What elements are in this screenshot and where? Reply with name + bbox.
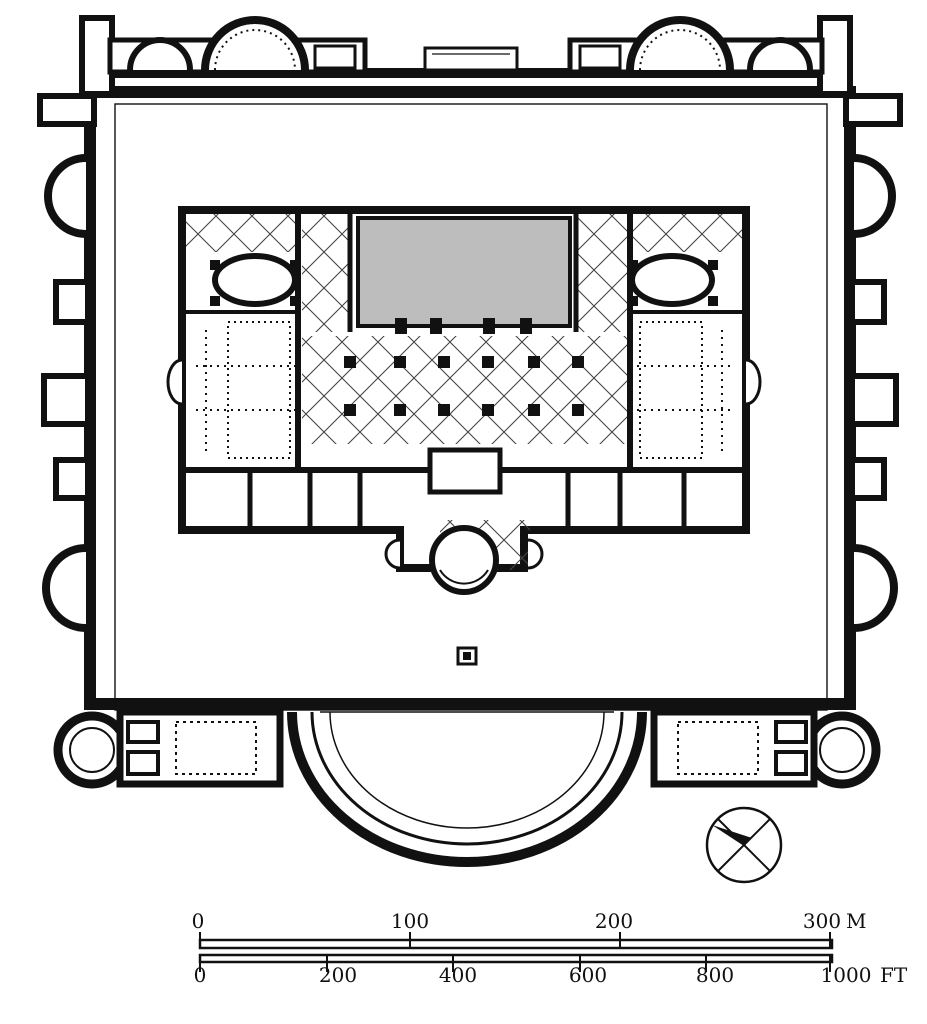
outer-enclosure <box>37 15 903 867</box>
compass-rose-icon <box>705 806 783 884</box>
feet-unit-label: FT <box>880 963 908 987</box>
meter-tick-label: 300 <box>803 909 841 933</box>
feet-tick-label: 1000 <box>821 963 872 987</box>
feet-tick-label: 600 <box>569 963 607 987</box>
scale-bar: 0 100 200 300 M 0 200 400 600 800 1000 F… <box>192 909 908 987</box>
feet-tick-label: 200 <box>319 963 357 987</box>
feet-tick-label: 400 <box>439 963 477 987</box>
central-bath-block <box>166 206 762 595</box>
meter-tick-label: 200 <box>595 909 633 933</box>
meter-scale-bar <box>198 938 834 950</box>
meter-tick-label: 0 <box>192 909 205 933</box>
natatio-pool <box>356 216 572 328</box>
feet-tick-label: 800 <box>696 963 734 987</box>
feet-tick-label: 0 <box>194 963 207 987</box>
courtyard-marker <box>456 646 478 666</box>
meter-tick-label: 100 <box>391 909 429 933</box>
feet-scale-bar <box>198 953 834 964</box>
meter-unit-label: M <box>846 909 866 933</box>
